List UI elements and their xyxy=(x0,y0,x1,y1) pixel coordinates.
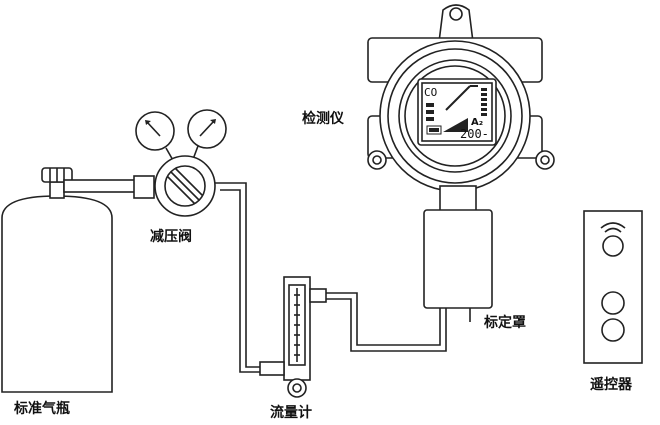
pressure-regulator xyxy=(133,109,227,217)
cylinder-label: 标准气瓶 xyxy=(14,401,70,417)
gas-tubing xyxy=(214,182,447,373)
display-unit: A₂ xyxy=(471,117,483,128)
calibration-cap-label: 标定罩 xyxy=(484,315,526,331)
flowmeter-label: 流量计 xyxy=(270,405,312,421)
display-reading: 200- xyxy=(460,127,489,141)
remote-control xyxy=(583,210,643,364)
detector-display: CO A₂ 200- xyxy=(424,85,489,141)
regulator-label: 减压阀 xyxy=(150,229,192,245)
gas-detector xyxy=(367,4,555,322)
display-gas-label: CO xyxy=(424,86,437,99)
remote-label: 遥控器 xyxy=(590,377,632,393)
gas-cylinder xyxy=(1,167,137,393)
flow-meter xyxy=(259,276,327,398)
detector-label: 检测仪 xyxy=(302,111,344,127)
